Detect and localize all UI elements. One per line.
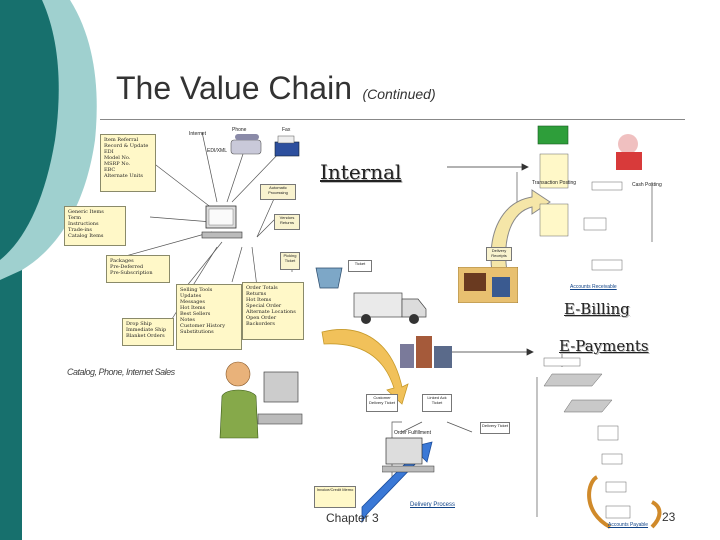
- packages-note: Packages Pre-Deferred Pre-Subscription: [106, 255, 170, 283]
- internet-label: Internet: [189, 131, 206, 137]
- catalog-sales-label: Catalog, Phone, Internet Sales: [67, 367, 175, 377]
- truck-icon: [353, 292, 427, 324]
- customer-delivery-ticket-box: Customer Delivery Ticket: [366, 394, 398, 412]
- e-billing-label: E-Billing: [564, 300, 630, 318]
- dock-icon: [458, 267, 518, 303]
- footer-chapter: Chapter 3: [326, 511, 379, 525]
- e-payments-label: E-Payments: [559, 337, 649, 355]
- delivery-process-label: Delivery Process: [410, 502, 456, 508]
- picking-ticket-box: Picking Ticket: [280, 252, 300, 270]
- edi-xml-label: EDI/XML: [207, 148, 228, 154]
- accounts-receivable-label: Accounts Receivable: [570, 284, 617, 290]
- selling-tools-note: Selling Tools Updates Messages Hot Items…: [176, 284, 242, 350]
- buildings-icon: [400, 336, 452, 368]
- internal-label: Internal: [320, 160, 402, 184]
- vendors-returns-box: Vendors Returns: [274, 214, 300, 230]
- accounts-payable-flow: [543, 357, 631, 519]
- workstation-icon: [382, 437, 435, 473]
- slide-title: The Value Chain (Continued): [116, 70, 436, 107]
- generic-items-note: Generic Items Term Instructions Trade-in…: [64, 206, 126, 246]
- title-text: The Value Chain: [116, 70, 352, 106]
- computer-icon: [201, 205, 243, 239]
- ticket-box: Ticket: [348, 260, 372, 272]
- accounts-receivable-flow: [537, 125, 642, 271]
- bin-icon: [315, 267, 343, 289]
- order-fulfillment-label: Order Fulfillment: [394, 430, 431, 436]
- invoice-box: Invoice/Credit Memo: [314, 486, 356, 508]
- title-rule: [100, 119, 685, 120]
- customer-info-note: Item Referral Record & Update EDI Model …: [100, 134, 156, 192]
- order-totals-note: Order Totals Returns Hot Items Special O…: [242, 282, 304, 340]
- automatic-processing-box: Automatic Processing: [260, 184, 296, 200]
- accounts-payable-label: Accounts Payable: [608, 522, 649, 528]
- page-number: 23: [662, 510, 676, 524]
- sales-agent-icon: [219, 361, 303, 439]
- phone-label: Phone: [232, 127, 247, 133]
- subtitle-text: (Continued): [362, 86, 436, 102]
- fax-label: Fax: [282, 127, 291, 133]
- drop-ship-note: Drop Ship Immediate Ship Blanket Orders: [122, 318, 174, 346]
- cash-posting-label: Cash Posting: [632, 182, 662, 188]
- delivery-ticket-box: Delivery Ticket: [480, 422, 510, 434]
- delivery-receipts-box: Delivery Receipts: [486, 247, 512, 261]
- telephone-icon: [230, 134, 262, 155]
- transaction-posting-label: Transaction Posting: [532, 180, 577, 186]
- linked-ack-box: Linked Ack Ticket: [422, 394, 452, 412]
- value-chain-diagram: Item Referral Record & Update EDI Model …: [62, 122, 662, 540]
- fax-machine-icon: [274, 135, 300, 157]
